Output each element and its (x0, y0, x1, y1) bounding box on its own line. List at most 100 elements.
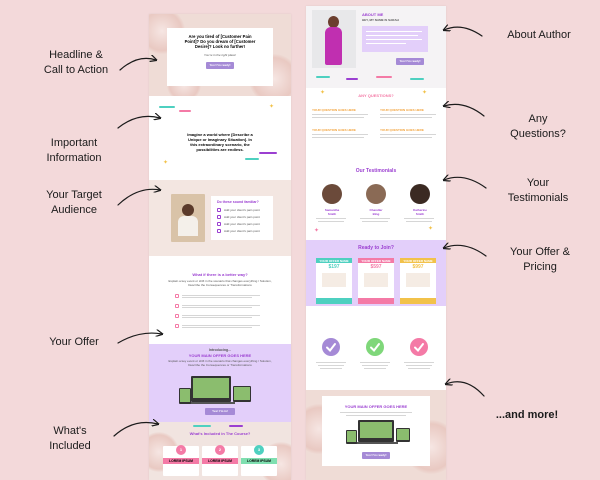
annotation-more: ...and more! (495, 409, 559, 421)
landing-page-preview-right: ABOUT ME HEY, MY NAME IS SARAH Yes! I'm … (306, 6, 446, 480)
annotation-questions: Any Questions? (510, 113, 566, 140)
question-item[interactable]: YOUR QUESTION GOES HERE (380, 108, 424, 112)
annotation-target-audience: Your Target Audience (46, 189, 102, 216)
pricing-title: Ready to Join? (358, 245, 394, 251)
pricing-section: Ready to Join? YOUR OFFER NAME $197 YOUR… (306, 240, 446, 306)
author-photo (312, 10, 356, 68)
audience-item: Add your client's pain point (224, 208, 260, 212)
included-card: 1 LOREM IPSUM (163, 445, 199, 476)
imagine-line-4: possibilities are endless. (196, 147, 244, 152)
annotation-about-author: About Author (507, 29, 571, 41)
target-audience-section: Do these sound familiar? Add your client… (149, 180, 291, 256)
offer-subtitle: Explain a key event or shift in the scen… (168, 359, 272, 367)
pricing-label: YOUR OFFER NAME (361, 258, 391, 263)
pricing-label: YOUR OFFER NAME (403, 258, 433, 263)
checkmark-icon (366, 338, 384, 356)
audience-item: Add your client's pain point (224, 215, 260, 219)
audience-item: Add your client's pain point (224, 222, 260, 226)
hero-card: Are you tired of [Customer Pain Point]? … (167, 28, 273, 86)
annotation-offer: Your Offer (49, 336, 99, 348)
annotation-important-info: Important Information (46, 137, 102, 164)
annotation-included: What's Included (49, 425, 91, 452)
offer-intro: Introducing... (208, 348, 232, 352)
landing-page-preview-left: Are you tired of [Customer Pain Point]? … (149, 14, 291, 480)
included-card: 3 LOREM IPSUM (241, 445, 277, 476)
annotation-headline: Headline & Call to Action (43, 49, 109, 76)
about-text-box (362, 26, 428, 52)
hero-cta-button[interactable]: Yes! I'm ready! (206, 62, 234, 69)
main-offer-section: YOUR MAIN OFFER GOES HERE Yes! I'm ready… (306, 390, 446, 480)
tablet-mockup (179, 388, 191, 404)
offer-cta-button[interactable]: Yes! I'm in! (205, 408, 235, 415)
imagine-line-3: this extraordinary scenario, the (190, 142, 250, 147)
included-num: 1 (179, 447, 183, 452)
question-item[interactable]: YOUR QUESTION GOES HERE (312, 108, 356, 112)
testimonials-title: Our Testimonials (355, 168, 397, 174)
about-title: ABOUT ME (362, 12, 384, 17)
hero-subline: You're in the right place! (203, 53, 237, 57)
audience-title: Do these sound familiar? (217, 200, 259, 204)
hero-headline-1: Are you tired of [Customer Pain (188, 34, 252, 39)
pricing-price: $997 (412, 264, 424, 270)
testimonials-section: Our Testimonials Samantha Smith Chandler… (306, 158, 446, 240)
included-card: 2 LOREM IPSUM (202, 445, 238, 476)
laptop-mockup (358, 420, 394, 442)
benefits-section (306, 306, 446, 390)
checkmark-icon (322, 338, 340, 356)
better-way-subtitle: Explain a key event or shift in the scen… (168, 279, 272, 287)
audience-item: Add your client's pain point (224, 229, 260, 233)
question-item[interactable]: YOUR QUESTION GOES HERE (312, 128, 356, 132)
included-section: What's Included in The Course? 1 LOREM I… (149, 422, 291, 480)
included-label: LOREM IPSUM (169, 458, 193, 463)
squiggle-decor (245, 158, 259, 160)
about-author-section: ABOUT ME HEY, MY NAME IS SARAH Yes! I'm … (306, 6, 446, 88)
main-offer-cta-button[interactable]: Yes! I'm ready! (362, 452, 390, 459)
main-offer-card: YOUR MAIN OFFER GOES HERE Yes! I'm ready… (322, 396, 430, 466)
pricing-label: YOUR OFFER NAME (319, 258, 349, 263)
offer-section: Introducing... YOUR MAIN OFFER GOES HERE… (149, 344, 291, 422)
squiggle-decor (179, 110, 191, 112)
testimonial-name: Katherine Smith (413, 208, 427, 216)
main-offer-title: YOUR MAIN OFFER GOES HERE (344, 404, 408, 409)
pricing-card[interactable]: YOUR OFFER NAME $997 (400, 258, 436, 304)
squiggle-decor (159, 106, 175, 108)
hero-section: Are you tired of [Customer Pain Point]? … (149, 14, 291, 104)
included-num: 2 (218, 447, 222, 452)
sparkle-icon: ✦ (163, 160, 169, 166)
pricing-card[interactable]: YOUR OFFER NAME $597 (358, 258, 394, 304)
testimonial-avatar (366, 184, 386, 204)
included-label: LOREM IPSUM (208, 458, 232, 463)
offer-title: YOUR MAIN OFFER GOES HERE (188, 353, 252, 358)
included-label: LOREM IPSUM (247, 458, 271, 463)
pricing-card[interactable]: YOUR OFFER NAME $197 (316, 258, 352, 304)
pricing-price: $597 (370, 264, 382, 270)
testimonial-avatar (410, 184, 430, 204)
audience-card: Do these sound familiar? Add your client… (211, 196, 273, 240)
question-item[interactable]: YOUR QUESTION GOES HERE (380, 128, 424, 132)
laptop-mockup (191, 376, 231, 402)
imagine-line-1: Imagine a world where [Describe a (187, 132, 253, 137)
annotation-offer-pricing: Your Offer & Pricing (510, 246, 570, 273)
annotation-testimonials: Your Testimonials (507, 177, 569, 204)
tablet-mockup (233, 386, 251, 402)
better-way-section: What if there is a better way? Explain a… (149, 256, 291, 344)
hero-headline-3: Desire]? Look no further! (194, 44, 246, 49)
questions-title: ANY QUESTIONS? (358, 93, 394, 98)
included-num: 3 (257, 447, 261, 452)
about-cta-button[interactable]: Yes! I'm ready! (396, 58, 424, 65)
about-subtitle: HEY, MY NAME IS SARAH (362, 18, 399, 22)
testimonial-name: Chandler Bing (369, 208, 383, 216)
sparkle-icon: ✦ (269, 104, 275, 110)
imagine-line-2: Unique or Imaginary Situation]. In (187, 137, 252, 142)
testimonial-name: Samantha Smith (324, 208, 340, 216)
squiggle-decor (259, 152, 277, 154)
pricing-price: $197 (328, 264, 340, 270)
important-info-section: ✦ ✦ Imagine a world where [Describe a Un… (149, 96, 291, 180)
audience-photo (171, 194, 205, 242)
better-way-title: What if there is a better way? (192, 272, 248, 277)
questions-section: ANY QUESTIONS? ✦ ✦ YOUR QUESTION GOES HE… (306, 88, 446, 158)
testimonial-avatar (322, 184, 342, 204)
checkmark-icon (410, 338, 428, 356)
hero-headline-2: Point]? Do you dream of [Customer (184, 39, 256, 44)
included-title: What's Included in The Course? (189, 431, 251, 436)
